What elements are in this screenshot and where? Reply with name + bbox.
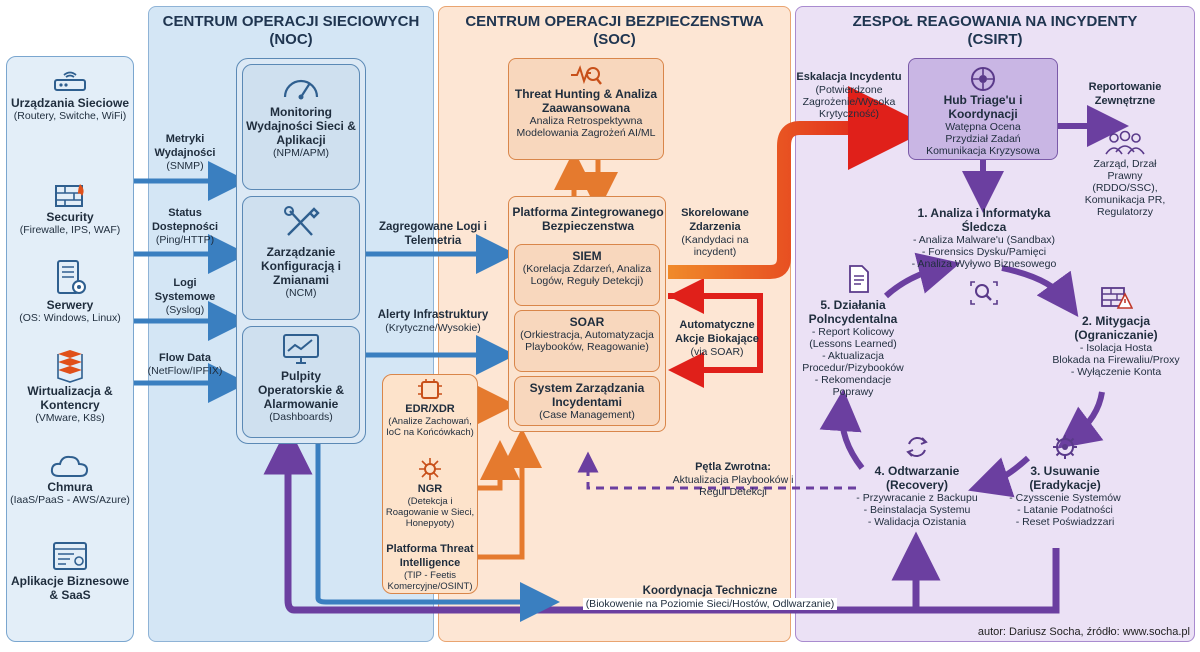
soc-case-management: System Zarządzania Incydentami (Case Man… — [514, 376, 660, 426]
flow-label-snmp: Metryki Wydajności (SNMP) — [154, 133, 216, 172]
monitor-chart-icon — [283, 334, 319, 364]
cloud-icon — [50, 455, 89, 477]
flow-label-escalation: Eskalacja Incydentu (Potwierdzone Zagroż… — [796, 71, 902, 120]
reporting-targets: Zarząd, Drzał Prawny (RDDO/SSC), Komunik… — [1084, 158, 1166, 218]
flow-label-infra-alerts: Alerty Infrastruktury (Krytyczne/Wysokie… — [377, 309, 489, 334]
soc-title: CENTRUM OPERACJI BEZPIECZENSTWA — [465, 13, 764, 30]
source-sub: (Routery, Switche, WiFi) — [13, 110, 127, 122]
flow-label-feedback: Pętla Zwrotna: Aktualizacja Playbooków i… — [672, 461, 794, 498]
arrow-coordination-right — [700, 531, 941, 614]
noc-box-config: Zarządzanie Konfiguracją i Zmianami (NCM… — [242, 196, 360, 320]
arrow-ngr — [478, 440, 520, 491]
ir-step-2: 2. Mitygacja (Ograniczanie) - Isolacja H… — [1036, 282, 1196, 378]
app-window-icon — [53, 542, 87, 570]
arrow-feedback — [577, 451, 856, 490]
network-node-icon — [419, 458, 441, 480]
stack-icon — [57, 350, 83, 383]
magnifier-icon — [970, 281, 998, 305]
flow-label-correlated: Skorelowane Zdarzenia (Kandydaci na incy… — [681, 207, 749, 258]
source-virtualization: Wirtualizacja & Kontencry (VMware, K8s) — [8, 348, 132, 424]
arrow-tip — [478, 428, 542, 560]
arrow-cycle-3-4 — [968, 455, 1031, 498]
gear-wrench-icon — [1053, 435, 1077, 459]
tools-icon — [284, 206, 320, 236]
source-sub: (OS: Windows, Linux) — [19, 312, 121, 324]
source-servers: Serwery (OS: Windows, Linux) — [8, 258, 132, 324]
credit: autor: Dariusz Socha, źródło: www.socha.… — [977, 626, 1190, 638]
arrow-cycle-1-2 — [1001, 265, 1079, 317]
arrow-coordination — [263, 425, 1060, 614]
arrow-cycle-2-3 — [1057, 391, 1105, 449]
source-title: Serwery — [46, 298, 94, 312]
coordination-label: Koordynacja Techniczne (Biokowenie na Po… — [560, 584, 860, 610]
flow-label-netflow: Flow Data (NetFlow/IPFIX) — [147, 352, 223, 377]
flow-label-syslog: Logi Systemowe (Syslog) — [154, 277, 216, 316]
source-title: Urządzania Sieciowe — [10, 96, 130, 110]
firewall-warning-icon — [1101, 287, 1133, 309]
source-sub: (VMware, K8s) — [35, 412, 105, 424]
flow-label-aggregated-logs: Zagregowane Logi i Telemetria — [379, 221, 487, 247]
source-sub: (Firewalle, IPS, WAF) — [19, 224, 121, 236]
router-icon — [54, 71, 86, 91]
soc-soar: SOAR (Orkiestracja, Automatyzacja Playbo… — [514, 310, 660, 372]
csirt-title: ZESPOŁ REAGOWANIA NA INCYDENTY — [852, 13, 1138, 30]
source-network-devices: Urządzania Sieciowe (Routery, Switche, W… — [8, 66, 132, 122]
chip-icon — [418, 379, 442, 399]
soc-siem: SIEM (Korelacja Zdarzeń, Analiza Logów, … — [514, 244, 660, 306]
refresh-icon — [906, 437, 928, 457]
people-icon — [1105, 130, 1145, 155]
flow-label-auto-actions: Automatyczne Akcje Biokające (via SOAR) — [675, 319, 759, 358]
sources-panel — [6, 56, 134, 642]
arrow-cycle-4-5 — [819, 389, 865, 470]
soc-sensors — [382, 374, 478, 594]
source-cloud: Chmura (IaaS/PaaS - AWS/Azure) — [8, 452, 132, 506]
document-icon — [849, 265, 869, 293]
source-sub: (IaaS/PaaS - AWS/Azure) — [10, 494, 130, 506]
soc-tip: Platforma Threat Intelligence (TIP - Fee… — [386, 543, 474, 592]
noc-box-dashboards: Pulpity Operatorskie & Alarmowanie (Dash… — [242, 326, 360, 438]
ir-step-3: 3. Usuwanie (Eradykacje) - Czysscenie Sy… — [1000, 432, 1130, 528]
arrow-noc-down — [315, 444, 560, 622]
server-icon — [57, 260, 86, 294]
ir-step-1: 1. Analiza i Informatyka Śledcza - Anali… — [896, 206, 1072, 308]
gauge-icon — [283, 79, 319, 100]
source-title: Security — [46, 210, 94, 224]
arrow-cycle-5-1 — [883, 252, 961, 299]
noc-box-monitoring: Monitoring Wydajności Sieci & Aplikacji … — [242, 64, 360, 190]
arrow-escalation — [668, 86, 932, 279]
source-title: Chmura — [47, 480, 93, 494]
source-title: Wirtualizacja & Kontencry — [27, 384, 113, 412]
source-apps: Aplikacje Biznesowe & SaaS — [8, 540, 132, 602]
source-title: Aplikacje Biznesowe & SaaS — [10, 574, 130, 602]
flow-label-ping: Status Dostepności (Ping/HTTP) — [151, 207, 218, 246]
source-security: Security (Firewalle, IPS, WAF) — [8, 180, 132, 236]
csirt-reporting: Reportowanie Zewnętrzne Zarząd, Drzał Pr… — [1060, 80, 1190, 218]
hub-icon — [971, 67, 995, 91]
soc-ngr: NGR (Detekcja i Roagowanie w Sieci, Hone… — [384, 456, 476, 529]
ir-step-4: 4. Odtwarzanie (Recovery) - Przywracanie… — [852, 432, 982, 528]
ir-step-5: 5. Działania Polncydentalna - Report Kol… — [798, 265, 908, 398]
soc-threat-hunting: Threat Hunting & Analiza Zaawansowana An… — [508, 58, 664, 160]
firewall-icon — [55, 184, 84, 207]
pulse-search-icon — [571, 65, 602, 85]
csirt-subtitle: (CSIRT) — [967, 31, 1023, 48]
noc-title: CENTRUM OPERACJI SIECIOWYCH — [162, 13, 420, 30]
soc-edr: EDR/XDR (Analize Zachowań, IoC na Końców… — [384, 378, 476, 438]
csirt-hub: Hub Triage'u i Koordynacji Watępna Ocena… — [908, 58, 1058, 160]
noc-subtitle: (NOC) — [269, 31, 313, 48]
soc-subtitle: (SOC) — [593, 31, 636, 48]
platform-title: Platforma Zintegrowanego Bezpieczenstwa — [512, 205, 664, 233]
